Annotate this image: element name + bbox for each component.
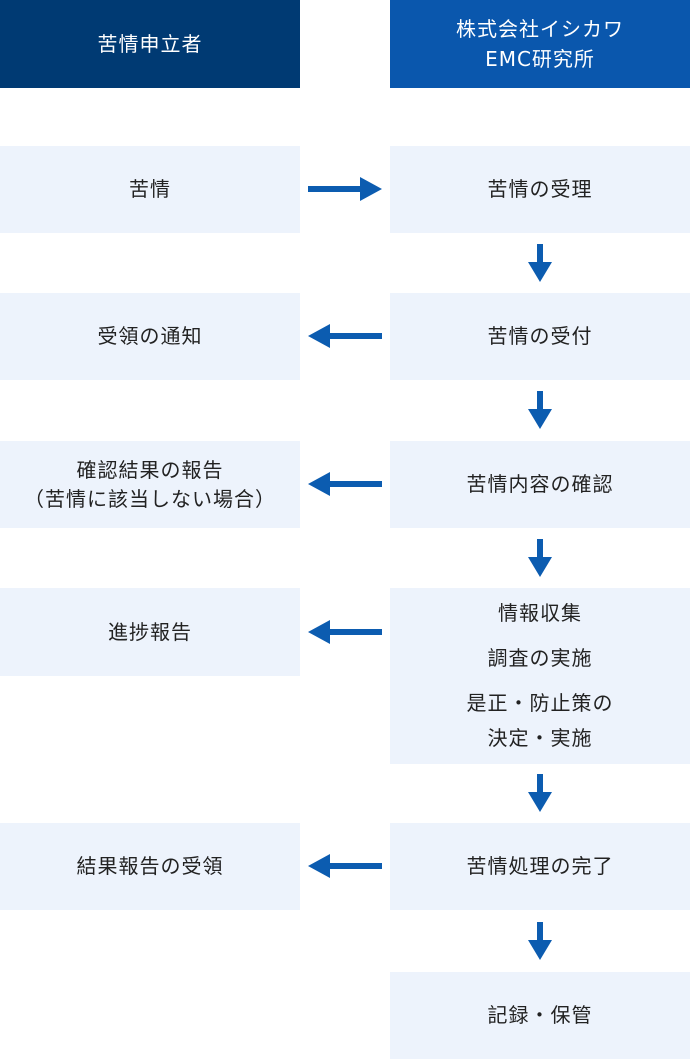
arrow-down-icon [528,922,552,960]
box-acceptance: 苦情の受理 [390,146,690,233]
box-result-receipt: 結果報告の受領 [0,823,300,910]
box-record-label: 記録・保管 [487,1003,593,1027]
box-investigation-line1: 情報収集 [498,601,582,625]
box-investigation-line3: 是正・防止策の [466,691,614,715]
box-acceptance-label: 苦情の受理 [487,177,593,201]
header-complainant: 苦情申立者 [0,0,300,88]
box-investigation: 情報収集 調査の実施 是正・防止策の 決定・実施 [390,588,690,764]
header-company-line2: EMC研究所 [485,47,595,71]
box-confirmation-report-line1: 確認結果の報告 [76,457,224,482]
arrow-down-icon [528,539,552,577]
box-investigation-line2: 調査の実施 [487,646,593,670]
arrow-down-icon [528,391,552,429]
box-reception: 苦情の受付 [390,293,690,380]
box-confirmation-report: 確認結果の報告 （苦情に該当しない場合） [0,441,300,528]
arrow-left-icon [308,620,382,644]
box-content-confirmation: 苦情内容の確認 [390,441,690,528]
box-record: 記録・保管 [390,972,690,1059]
box-content-confirmation-label: 苦情内容の確認 [466,472,614,496]
box-completion: 苦情処理の完了 [390,823,690,910]
box-progress-report-label: 進捗報告 [108,619,192,644]
box-result-receipt-label: 結果報告の受領 [76,854,224,878]
arrow-right-icon [308,177,382,201]
box-investigation-line4: 決定・実施 [487,726,593,750]
arrow-down-icon [528,774,552,812]
arrow-left-icon [308,472,382,496]
box-confirmation-report-line2: （苦情に該当しない場合） [24,486,276,511]
box-reception-label: 苦情の受付 [487,324,593,348]
box-complaint: 苦情 [0,146,300,233]
box-progress-report: 進捗報告 [0,588,300,676]
box-receipt-notice: 受領の通知 [0,293,300,380]
box-receipt-notice-label: 受領の通知 [97,324,203,348]
header-company-line1: 株式会社イシカワ [456,17,624,41]
box-complaint-label: 苦情 [129,177,171,201]
arrow-left-icon [308,324,382,348]
box-completion-label: 苦情処理の完了 [466,854,614,878]
header-complainant-label: 苦情申立者 [97,32,203,56]
header-company: 株式会社イシカワ EMC研究所 [390,0,690,88]
arrow-down-icon [528,244,552,282]
arrow-left-icon [308,854,382,878]
